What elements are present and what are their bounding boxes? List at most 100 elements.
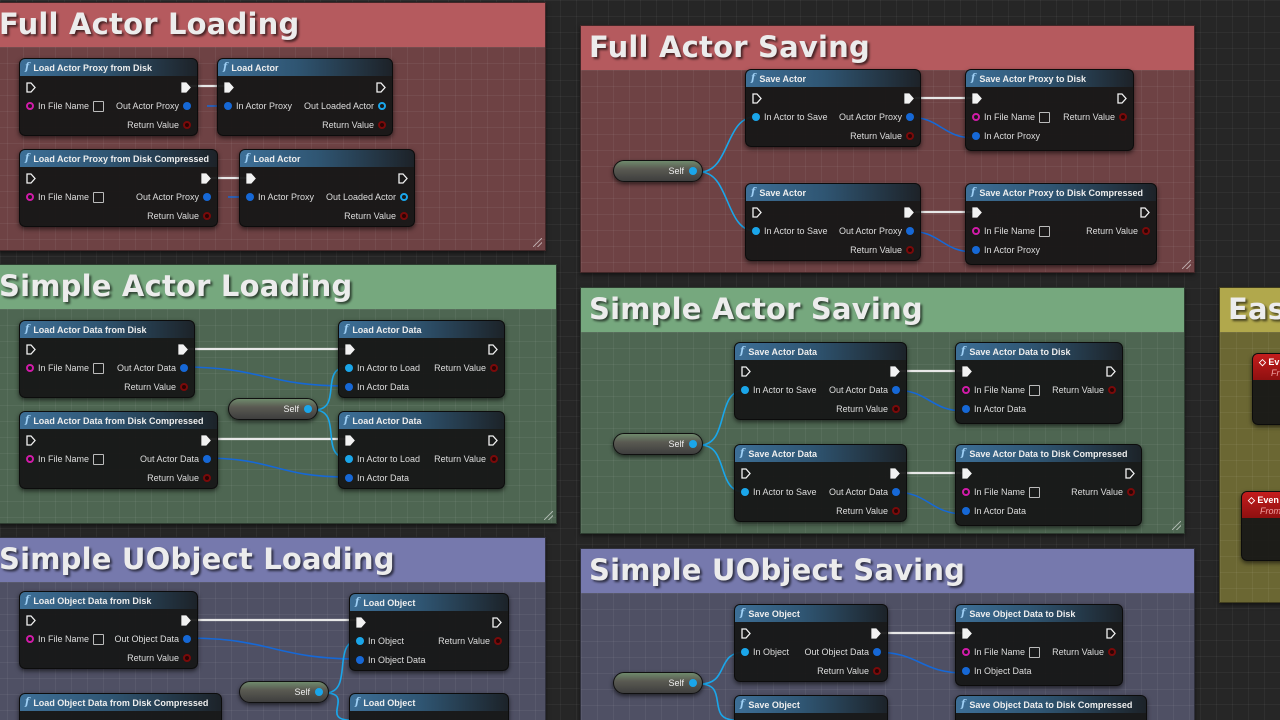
- file-name-input[interactable]: [1029, 646, 1041, 658]
- output-pin[interactable]: [400, 193, 408, 201]
- input-pin[interactable]: [962, 507, 970, 515]
- input-pin[interactable]: [972, 227, 980, 235]
- input-pin[interactable]: [962, 488, 970, 496]
- self-output-pin[interactable]: [315, 688, 323, 696]
- input-pin[interactable]: [972, 132, 980, 140]
- exec-out-pin[interactable]: [1125, 468, 1135, 479]
- exec-in-pin[interactable]: [345, 344, 355, 355]
- exec-out-pin[interactable]: [890, 366, 900, 377]
- input-pin[interactable]: [345, 364, 353, 372]
- exec-out-pin[interactable]: [488, 344, 498, 355]
- exec-out-pin[interactable]: [488, 435, 498, 446]
- output-pin[interactable]: [906, 113, 914, 121]
- output-pin[interactable]: [183, 121, 191, 129]
- exec-in-pin[interactable]: [972, 207, 982, 218]
- exec-in-pin[interactable]: [752, 207, 762, 218]
- exec-in-pin[interactable]: [26, 435, 36, 446]
- exec-out-pin[interactable]: [181, 615, 191, 626]
- exec-in-pin[interactable]: [741, 628, 751, 639]
- exec-out-pin[interactable]: [904, 93, 914, 104]
- comment-header[interactable]: [1220, 288, 1280, 332]
- output-pin[interactable]: [906, 132, 914, 140]
- output-pin[interactable]: [378, 121, 386, 129]
- self-reference-node[interactable]: Self: [613, 160, 703, 182]
- exec-in-pin[interactable]: [26, 615, 36, 626]
- comment-header[interactable]: [0, 538, 545, 582]
- output-pin[interactable]: [490, 455, 498, 463]
- exec-in-pin[interactable]: [345, 435, 355, 446]
- self-reference-node[interactable]: Self: [239, 681, 329, 703]
- input-pin[interactable]: [962, 667, 970, 675]
- output-pin[interactable]: [1127, 488, 1135, 496]
- output-pin[interactable]: [1142, 227, 1150, 235]
- input-pin[interactable]: [26, 635, 34, 643]
- input-pin[interactable]: [345, 383, 353, 391]
- input-pin[interactable]: [246, 193, 254, 201]
- output-pin[interactable]: [892, 507, 900, 515]
- input-pin[interactable]: [752, 113, 760, 121]
- exec-in-pin[interactable]: [741, 468, 751, 479]
- resize-handle[interactable]: [544, 511, 553, 520]
- exec-out-pin[interactable]: [1140, 207, 1150, 218]
- output-pin[interactable]: [494, 637, 502, 645]
- resize-handle[interactable]: [533, 238, 542, 247]
- self-output-pin[interactable]: [304, 405, 312, 413]
- output-pin[interactable]: [203, 455, 211, 463]
- file-name-input[interactable]: [93, 633, 105, 645]
- exec-out-pin[interactable]: [1106, 366, 1116, 377]
- exec-in-pin[interactable]: [26, 344, 36, 355]
- input-pin[interactable]: [224, 102, 232, 110]
- output-pin[interactable]: [180, 383, 188, 391]
- exec-out-pin[interactable]: [376, 82, 386, 93]
- input-pin[interactable]: [741, 648, 749, 656]
- self-reference-node[interactable]: Self: [613, 672, 703, 694]
- input-pin[interactable]: [741, 488, 749, 496]
- output-pin[interactable]: [892, 488, 900, 496]
- comment-header[interactable]: [0, 265, 556, 309]
- input-pin[interactable]: [26, 455, 34, 463]
- file-name-input[interactable]: [93, 100, 105, 112]
- input-pin[interactable]: [345, 474, 353, 482]
- exec-out-pin[interactable]: [201, 173, 211, 184]
- output-pin[interactable]: [873, 648, 881, 656]
- comment-header[interactable]: [581, 26, 1194, 70]
- self-reference-node[interactable]: Self: [228, 398, 318, 420]
- input-pin[interactable]: [962, 405, 970, 413]
- exec-in-pin[interactable]: [356, 617, 366, 628]
- exec-in-pin[interactable]: [26, 82, 36, 93]
- exec-in-pin[interactable]: [962, 366, 972, 377]
- exec-out-pin[interactable]: [871, 628, 881, 639]
- output-pin[interactable]: [1119, 113, 1127, 121]
- input-pin[interactable]: [26, 102, 34, 110]
- output-pin[interactable]: [490, 364, 498, 372]
- file-name-input[interactable]: [1029, 486, 1041, 498]
- file-name-input[interactable]: [1039, 111, 1051, 123]
- comment-header[interactable]: [581, 288, 1184, 332]
- input-pin[interactable]: [26, 364, 34, 372]
